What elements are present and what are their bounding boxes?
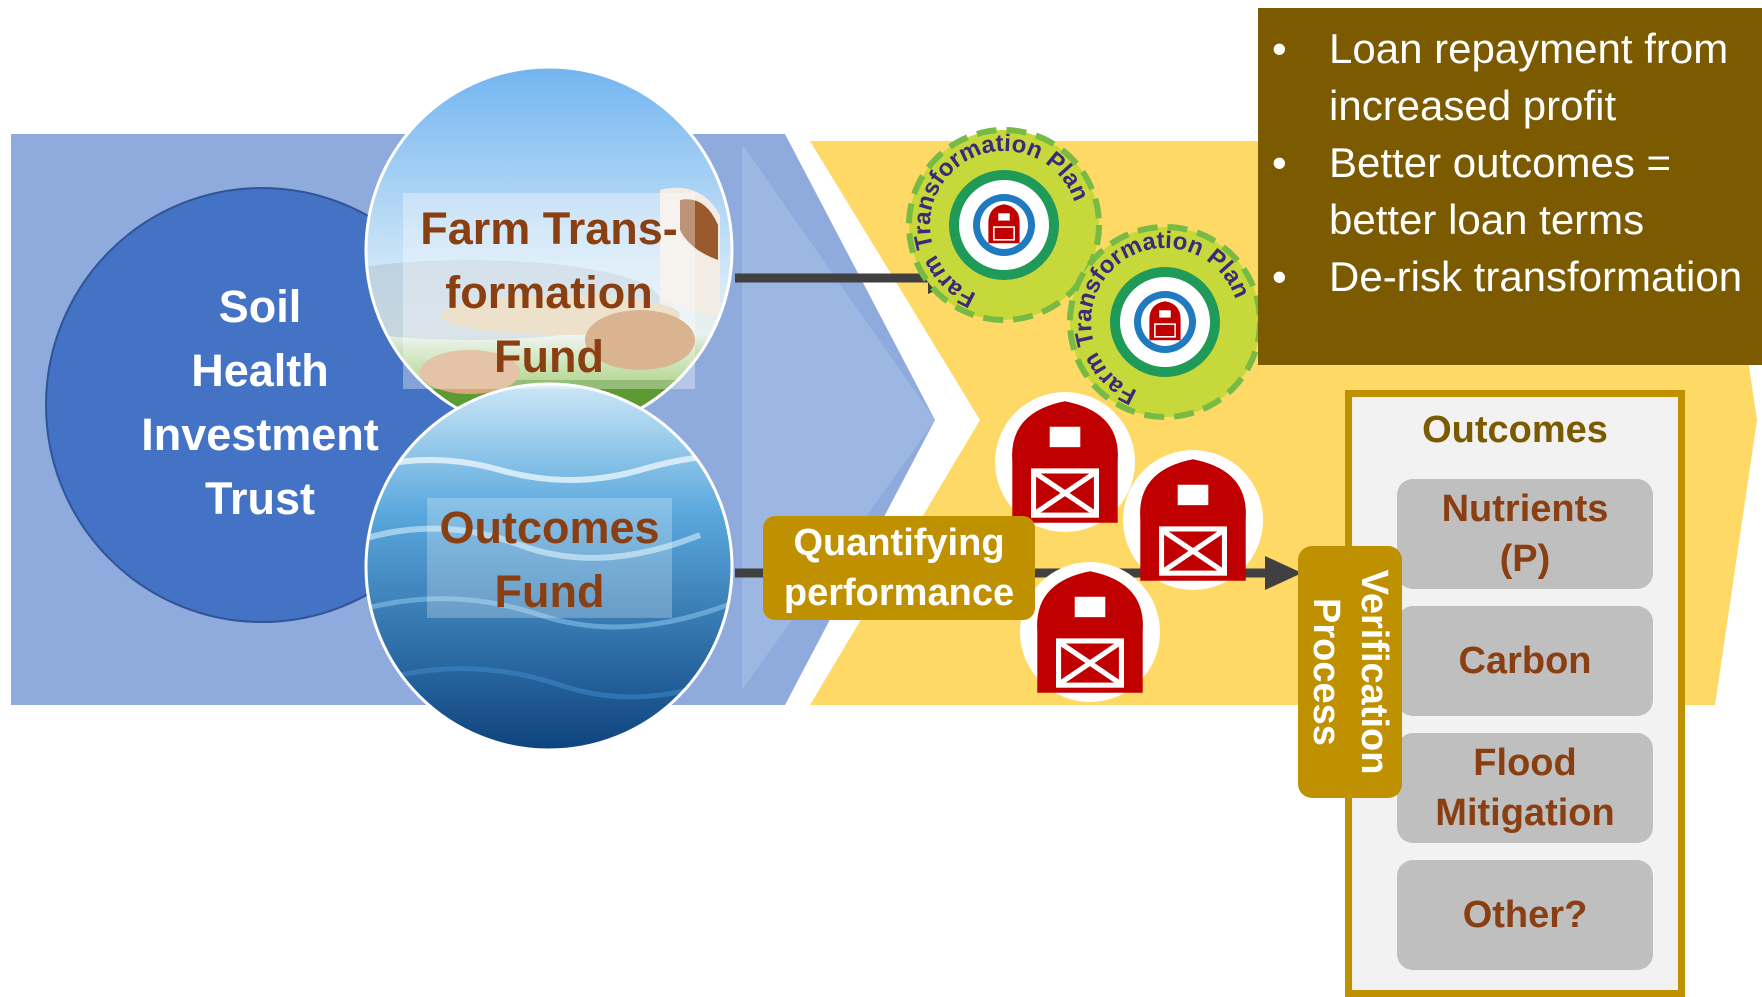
fund-line: Farm Trans- xyxy=(420,203,678,254)
farm-transformation-fund-label: Farm Trans- formation Fund xyxy=(403,197,695,389)
verification-process-tag: Verification Process xyxy=(1298,546,1402,798)
outcomes-fund-label: Outcomes Fund xyxy=(427,496,672,624)
outcome-line: Flood xyxy=(1473,742,1577,784)
outcome-line: (P) xyxy=(1499,538,1551,580)
outcome-other: Other? xyxy=(1397,860,1653,970)
outcomes-panel: Outcomes Nutrients (P) Carbon Flood Miti… xyxy=(1345,390,1685,997)
trust-label: Soil Health Investment Trust xyxy=(95,275,425,531)
benefits-list: Loan repayment from increased profit Bet… xyxy=(1258,20,1762,305)
outcome-line: Other? xyxy=(1462,894,1588,936)
benefit-item: Better outcomes = better loan terms xyxy=(1272,134,1762,248)
outcome-carbon: Carbon xyxy=(1397,606,1653,716)
benefit-item: Loan repayment from increased profit xyxy=(1272,20,1762,134)
barn-icon xyxy=(995,392,1135,532)
fund-line: formation xyxy=(445,267,653,318)
fund-line: Fund xyxy=(494,566,605,617)
trust-line: Trust xyxy=(204,473,316,524)
outcome-flood-mitigation: Flood Mitigation xyxy=(1397,733,1653,843)
verification-line: Process xyxy=(1305,598,1347,746)
outcome-line: Mitigation xyxy=(1435,792,1615,834)
verification-line: Verification xyxy=(1353,569,1395,775)
quantifying-performance-tag: Quantifying performance xyxy=(763,516,1035,620)
outcomes-title: Outcomes xyxy=(1422,409,1608,451)
benefit-item: De-risk transformation xyxy=(1272,248,1762,305)
barn-icon xyxy=(1149,301,1181,341)
tag-line: performance xyxy=(783,572,1015,614)
outcome-line: Nutrients xyxy=(1441,488,1609,530)
trust-line: Investment xyxy=(141,409,379,460)
trust-line: Soil xyxy=(218,281,302,332)
verification-text: Verification Process xyxy=(1302,546,1398,798)
water-photo xyxy=(366,384,732,750)
outcome-nutrients: Nutrients (P) xyxy=(1397,479,1653,589)
tag-line: Quantifying xyxy=(793,522,1005,564)
barn-icon xyxy=(1123,450,1263,590)
fund-line: Fund xyxy=(494,331,604,382)
trust-line: Health xyxy=(191,345,329,396)
outcome-line: Carbon xyxy=(1458,640,1592,682)
benefits-box: Loan repayment from increased profit Bet… xyxy=(1258,8,1762,365)
barn-icon xyxy=(1020,562,1160,702)
barn-icon xyxy=(988,204,1020,244)
fund-line: Outcomes xyxy=(439,502,660,553)
